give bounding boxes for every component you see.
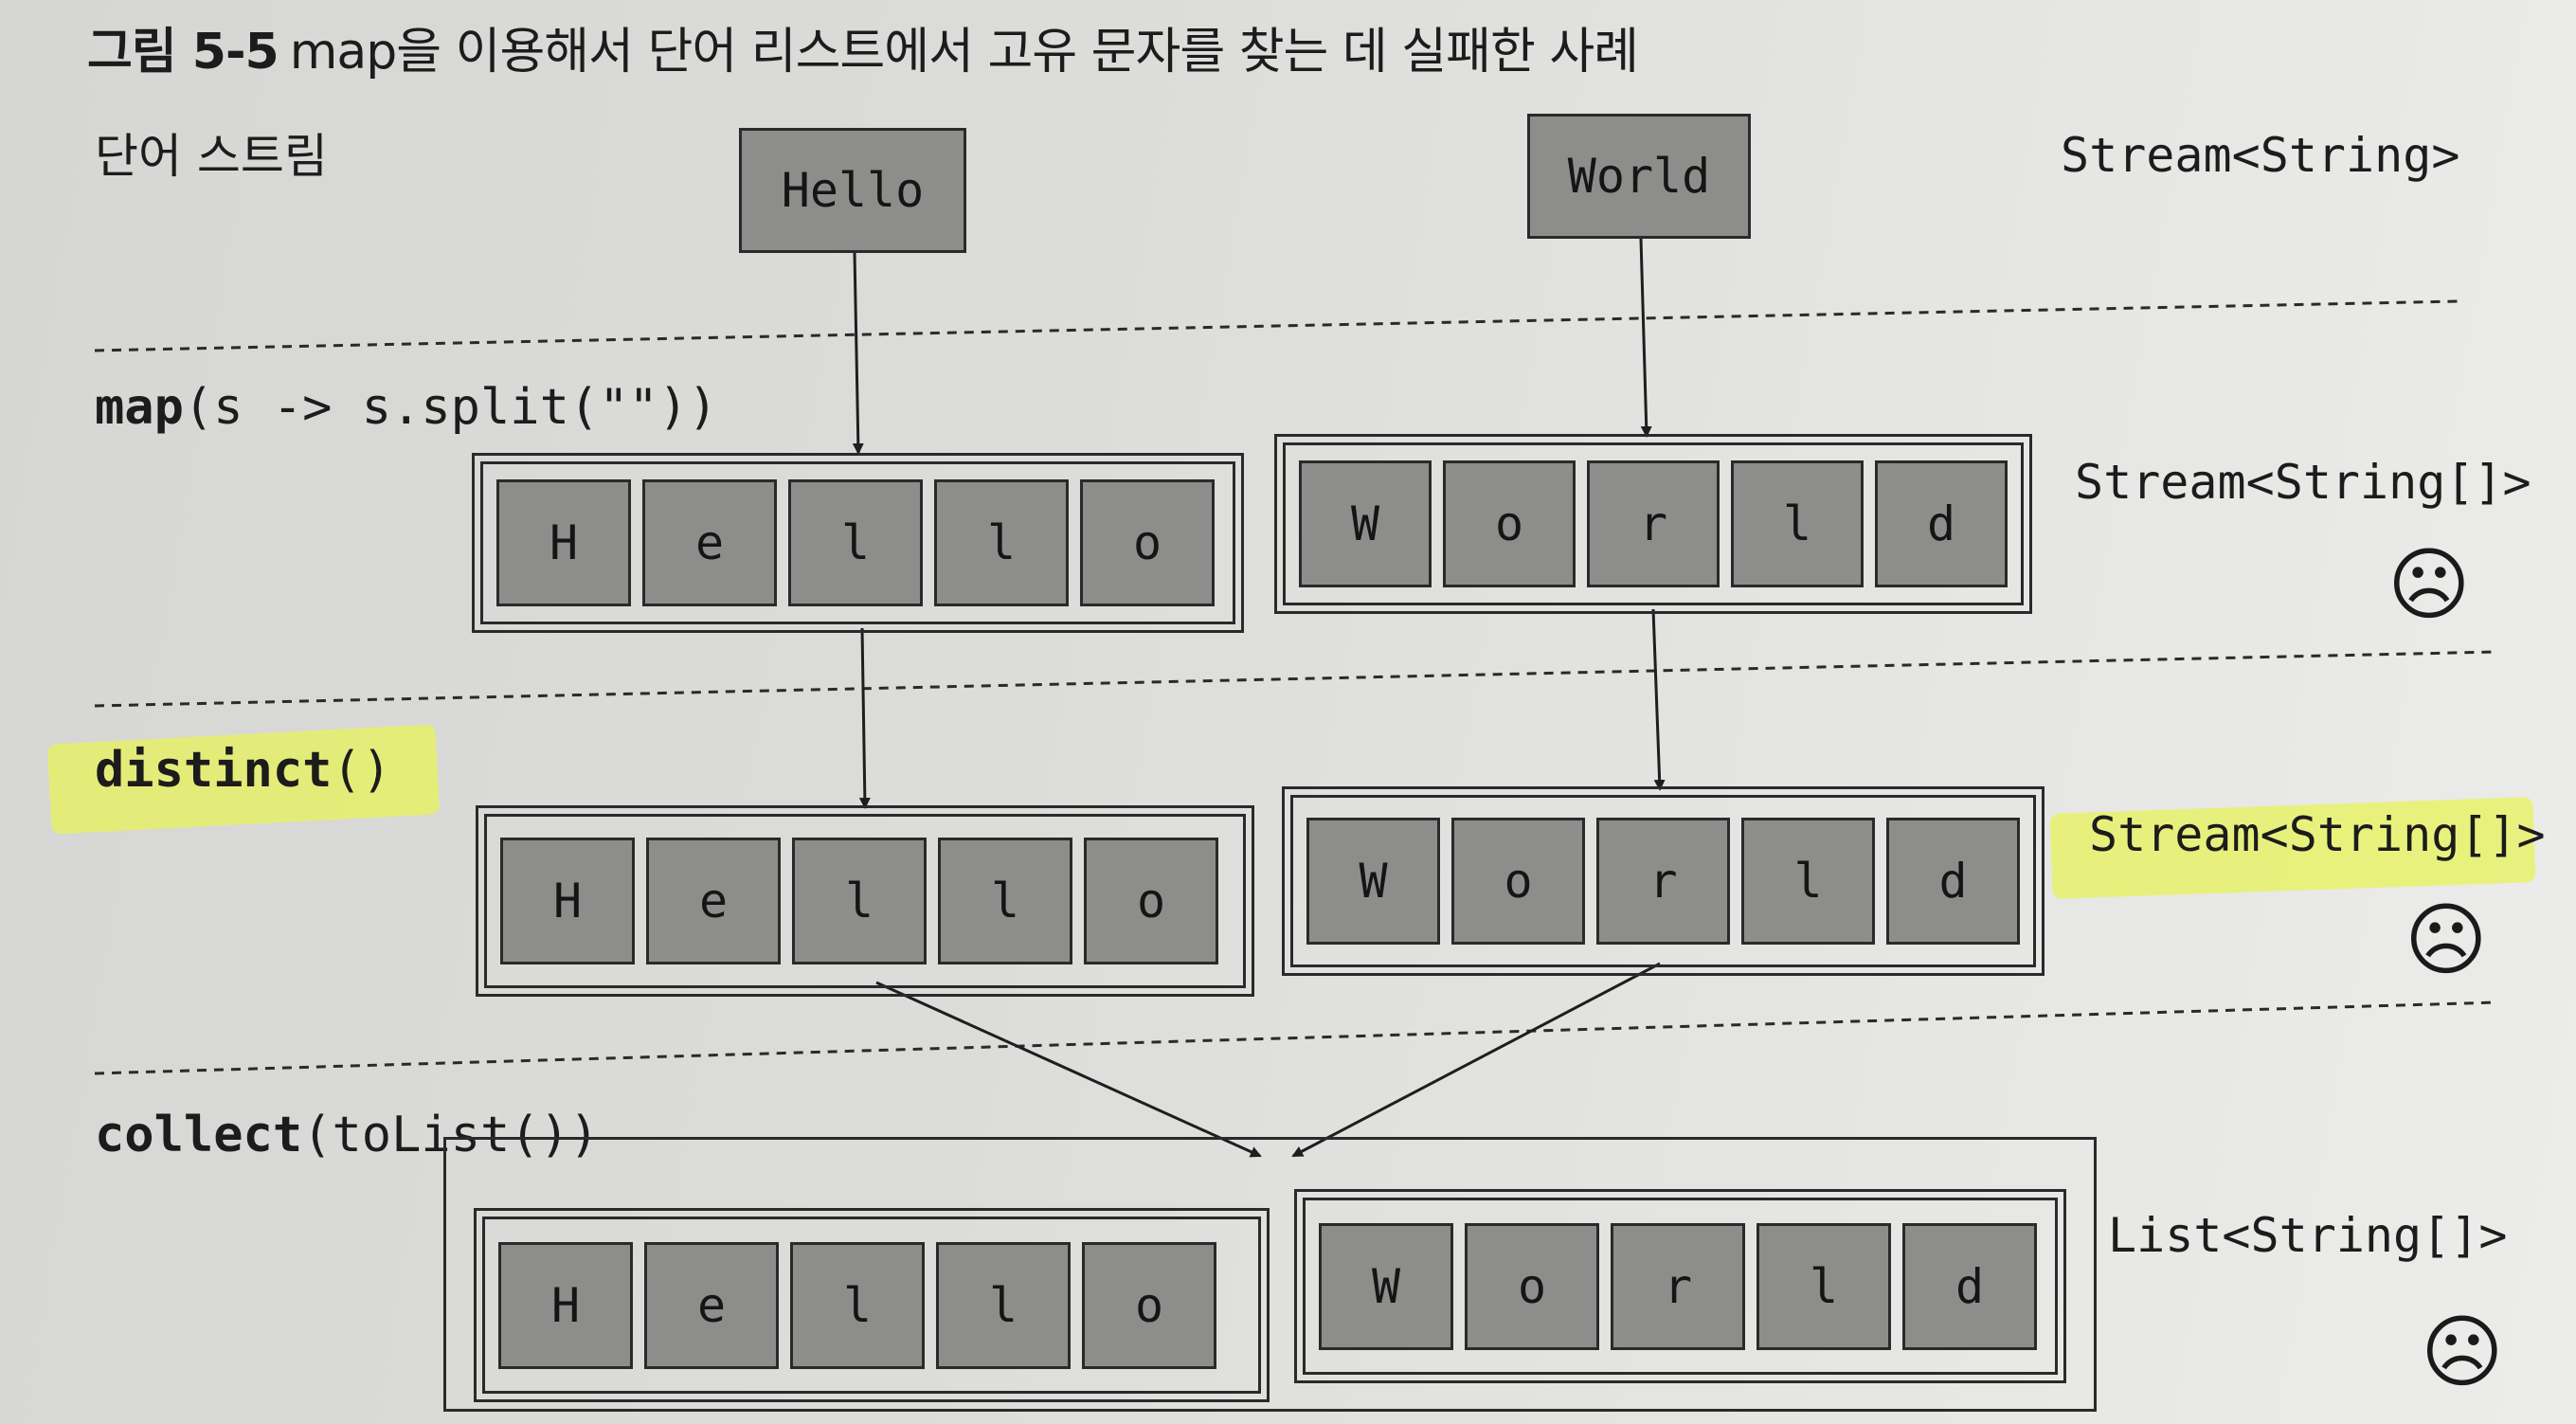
array-cell: W [1306,818,1440,945]
array-cell: d [1886,818,2020,945]
step-distinct-array-hello: H e l l o [476,805,1254,997]
step-collect-array-hello: H e l l o [474,1208,1270,1402]
step-distinct-args: () [332,742,392,799]
array-cell: r [1587,460,1720,587]
array-cell: l [1731,460,1864,587]
step-distinct-array-world: W o r l d [1282,786,2045,976]
array-cell: d [1902,1222,2037,1350]
step-distinct-code: distinct() [95,742,391,799]
step-map-code: map(s -> s.split("")) [95,379,717,436]
step-distinct-keyword: distinct [95,742,333,799]
step-map-args: (s -> s.split("")) [183,379,718,436]
step-collect-type: List<String[]> [2108,1208,2508,1263]
step-distinct-type: Stream<String[]> [2089,807,2546,862]
array-cell: o [1443,460,1576,587]
type-label-words: Stream<String> [2061,128,2460,183]
array-cell: H [500,838,635,964]
sad-face-icon: ☹ [2405,893,2488,986]
array-cell: l [934,479,1069,606]
array-cell: l [1741,818,1875,945]
array-cell: H [498,1241,633,1369]
sad-face-icon: ☹ [2421,1306,2504,1398]
step-collect-code: collect(toList()) [95,1107,599,1163]
step-map-array-world: W o r l d [1274,434,2032,614]
array-cell: H [496,479,631,606]
array-cell: e [644,1241,779,1369]
array-cell: e [642,479,777,606]
step-collect-keyword: collect [95,1107,303,1163]
array-cell: l [936,1241,1071,1369]
figure-number: 그림 5-5 [87,24,279,81]
array-cell: l [1756,1222,1891,1350]
step-collect-array-world: W o r l d [1294,1189,2066,1383]
step-map-type: Stream<String[]> [2075,455,2531,510]
array-cell: o [1084,838,1218,964]
step-map-keyword: map [95,379,184,436]
array-cell: r [1596,818,1730,945]
array-cell: e [646,838,781,964]
step-collect-args: (toList()) [302,1107,600,1163]
array-cell: d [1875,460,2008,587]
step-collect-list-container [443,1137,2097,1412]
step-map-array-hello: H e l l o [472,453,1244,633]
array-cell: o [1082,1241,1216,1369]
array-cell: l [790,1241,925,1369]
word-box-world: World [1527,114,1751,239]
sad-face-icon: ☹ [2387,538,2471,631]
figure-caption-text: map을 이용해서 단어 리스트에서 고유 문자를 찾는 데 실패한 사례 [289,24,1639,81]
array-cell: l [788,479,923,606]
array-cell: o [1465,1222,1599,1350]
array-cell: r [1611,1222,1745,1350]
array-cell: l [792,838,927,964]
array-cell: l [938,838,1072,964]
array-cell: W [1299,460,1432,587]
array-cell: o [1080,479,1215,606]
array-cell: W [1319,1222,1453,1350]
words-stream-label: 단어 스트림 [95,129,328,184]
word-box-hello: Hello [739,128,966,253]
array-cell: o [1451,818,1585,945]
